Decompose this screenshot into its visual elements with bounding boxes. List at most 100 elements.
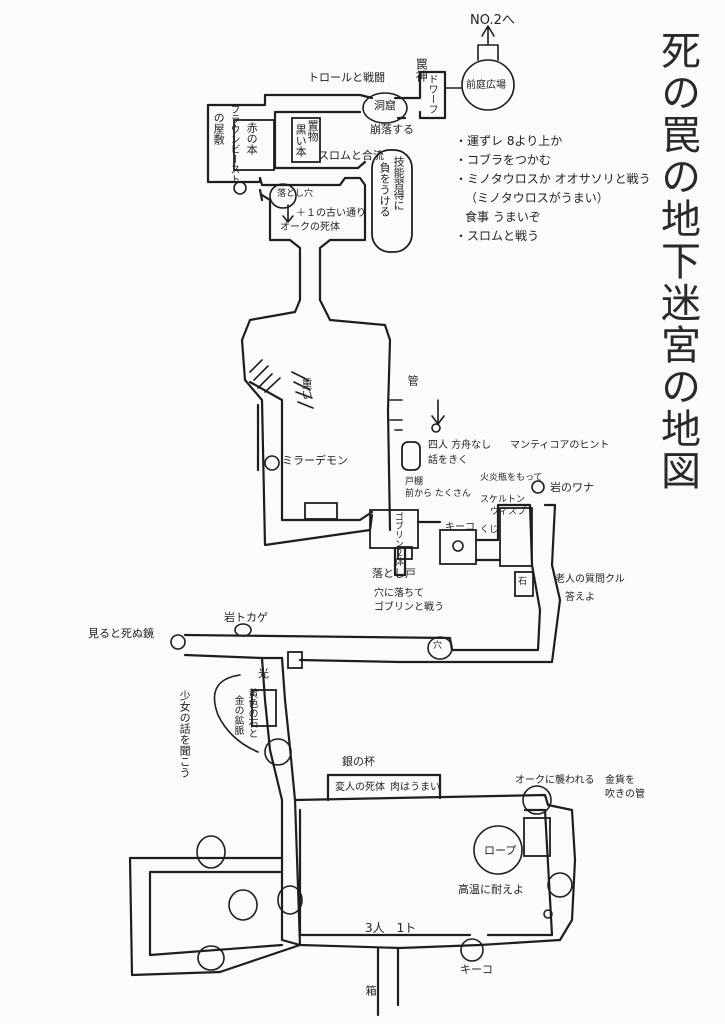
cave-stairs <box>249 359 314 409</box>
label-slom-join: スロムと合流 <box>318 149 384 162</box>
label-gold-pipe: 吹きの管 <box>605 789 645 800</box>
note-4: （ミノタウロスがうまい） <box>465 191 609 205</box>
label-hole: 穴 <box>433 641 443 651</box>
label-rock-wave: 岩のワナ <box>550 481 594 494</box>
note-5: 食事 うまいぞ <box>465 210 541 224</box>
label-wisp: ウィスプ <box>490 507 527 517</box>
page-title: 死の罠の地下迷宮の地図 <box>654 30 700 492</box>
skull-mirror <box>170 634 186 650</box>
label-dream-demon: ミラーデモン <box>282 454 348 467</box>
label-cave: 洞窟 <box>374 99 396 112</box>
label-open-find: 前から たくさん <box>405 489 471 499</box>
label-dwarf: ドワーフ <box>426 74 437 114</box>
label-pipe: 管 <box>406 375 420 386</box>
skull-rock <box>531 480 545 494</box>
label-gold-watch: 金貨を <box>605 775 635 786</box>
note-2: ・コブラをつかむ <box>455 153 552 167</box>
fall-door-box <box>397 546 413 560</box>
label-four-prisoners: 四人 方舟なし <box>428 440 492 451</box>
orc-marker <box>522 785 552 815</box>
high-temp-marker <box>547 872 573 898</box>
top-corridor-inner <box>273 110 367 170</box>
label-hidden-door: 戸棚 <box>405 477 424 487</box>
label-death-mirror: 見ると死ぬ鏡 <box>88 627 154 640</box>
right-corridor <box>398 503 562 664</box>
label-bridge: 置物 <box>306 120 320 142</box>
label-light: 光 <box>258 667 269 680</box>
label-goblin-two: ゴブリン２体 <box>392 512 403 566</box>
bottom-room-wall <box>293 793 577 950</box>
label-mid-chance: 負をうける <box>378 162 392 217</box>
label-girl-story: 少女の話を聞こう <box>178 690 192 778</box>
front-hall <box>461 59 515 111</box>
to-no2-arrow <box>481 25 495 46</box>
goblin-lower-corridor <box>393 546 407 577</box>
note-6: ・スロムと戦う <box>455 229 540 243</box>
left-loop-room-3 <box>197 945 225 971</box>
label-key-2: キーコ <box>460 963 493 976</box>
prisoner-marker <box>431 423 441 433</box>
big-cave-wall <box>240 298 392 547</box>
label-silver-cup: 銀の杯 <box>342 755 375 768</box>
label-black-book: 黒い本 <box>294 124 308 157</box>
silver-cup-room <box>326 773 442 802</box>
pit-room <box>269 183 297 209</box>
left-loop-room-2 <box>228 889 258 921</box>
gold-room <box>251 689 277 727</box>
label-orc-fall: オークに襲われる <box>515 775 595 786</box>
rope-room <box>473 825 523 875</box>
notes-list: ・運ずレ 8より上か ・コブラをつかむ ・ミノタウロスか オオサソリと戦う （ミ… <box>455 132 651 246</box>
cave-room <box>362 92 408 124</box>
label-orc-corpse: オークの死体 <box>280 222 340 233</box>
label-yellow-gold: 黄色の石と <box>246 688 257 738</box>
label-poison-trap: 落とし穴 <box>277 189 314 199</box>
altar <box>304 502 338 520</box>
label-troll-fight: トロールと戦闘 <box>308 71 385 84</box>
pipe-arrow <box>431 399 445 425</box>
light-room <box>287 651 303 669</box>
girl-curve <box>213 674 259 753</box>
label-key: キーコ <box>445 522 475 533</box>
note-3: ・ミノタウロスか オオサソリと戦う <box>455 172 651 186</box>
long-corridor <box>183 633 454 664</box>
left-loop-room-4 <box>277 885 303 915</box>
lower-vertical <box>260 656 302 947</box>
label-fall-door: 落とし戸 <box>372 567 416 580</box>
label-red-book: 赤の本 <box>245 122 259 155</box>
label-manticore: マンティコアのヒント <box>510 440 610 451</box>
key-room <box>439 529 477 565</box>
label-heavy: 重い <box>300 378 314 400</box>
key-chest <box>452 540 464 552</box>
label-brown-beast: ブラウンビースト <box>228 104 239 184</box>
label-pit-fight-2: ゴブリンと戦う <box>374 602 444 613</box>
label-skeleton: スケルトン <box>480 495 526 505</box>
label-answer: 答えよ <box>565 592 595 603</box>
label-high-find: 高温に耐えよ <box>458 883 524 896</box>
label-skeleton-hint: 火炎瓶をもって <box>480 473 543 483</box>
top-corridor-outer <box>206 70 447 184</box>
label-plus-stair: ＋１の古い通り <box>296 208 366 219</box>
label-to-no2: NO.2へ <box>470 13 515 28</box>
label-skill-sense: 技能習得に <box>392 156 406 211</box>
label-lot: くじ <box>480 525 499 535</box>
label-meat-eat: 肉はうまい <box>390 782 440 793</box>
label-old-man-riddle: 老人の質問クル <box>555 574 625 585</box>
label-front-hall: 前庭広場 <box>466 80 506 91</box>
girl-marker <box>264 738 292 766</box>
stone-room <box>514 571 534 597</box>
label-gold-mine: 金の鉱脈 <box>232 695 243 735</box>
label-box: 箱 <box>364 985 378 996</box>
bridge-room <box>291 117 321 163</box>
skeleton-room <box>499 507 533 567</box>
label-rope: ロープ <box>484 844 517 857</box>
label-stone: 石 <box>518 577 528 587</box>
dream-demon-room <box>264 455 280 471</box>
prisoner-room <box>401 441 421 471</box>
pipe-corridor <box>389 399 403 431</box>
label-pit-fight: 穴に落ちて <box>374 588 424 599</box>
mid-corridor <box>258 176 367 302</box>
label-trap-god: 罠神 <box>414 58 429 82</box>
left-loop-room-1 <box>196 835 226 869</box>
label-gate: の屋敷 <box>212 112 226 145</box>
